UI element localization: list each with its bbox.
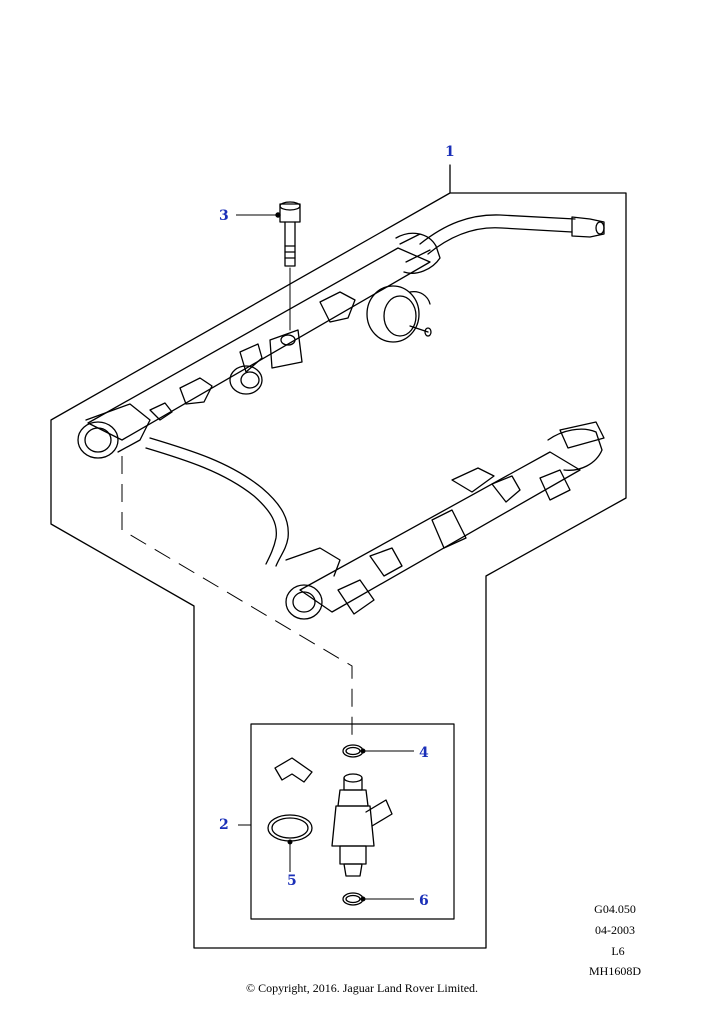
large-o-ring bbox=[267, 814, 313, 842]
callout-1[interactable]: 1 bbox=[445, 144, 455, 160]
copyright-notice: © Copyright, 2016. Jaguar Land Rover Lim… bbox=[245, 981, 479, 995]
assembly-outline bbox=[50, 164, 627, 949]
callout-4[interactable]: 4 bbox=[419, 745, 429, 761]
bolt bbox=[279, 203, 301, 223]
drawing-variant: L6 bbox=[611, 944, 625, 958]
drawing-date: 04-2003 bbox=[595, 923, 635, 937]
pipe-end-fitting bbox=[571, 216, 605, 238]
injector-clip bbox=[274, 757, 313, 783]
return-pipe bbox=[419, 214, 576, 245]
callout-2[interactable]: 2 bbox=[219, 817, 229, 833]
drawing-ref-code: G04.050 bbox=[594, 902, 636, 916]
lower-rail-end-cap bbox=[285, 584, 323, 620]
rail-end-cap bbox=[77, 421, 119, 459]
callout-5[interactable]: 5 bbox=[287, 873, 297, 889]
callout-6[interactable]: 6 bbox=[419, 893, 429, 909]
fuel-injector bbox=[331, 773, 393, 877]
callout-3[interactable]: 3 bbox=[219, 208, 229, 224]
pressure-damper bbox=[366, 285, 420, 343]
crossover-pipe bbox=[149, 437, 289, 567]
upper-fuel-rail bbox=[87, 247, 431, 441]
drawing-id: MH1608D bbox=[588, 964, 641, 978]
